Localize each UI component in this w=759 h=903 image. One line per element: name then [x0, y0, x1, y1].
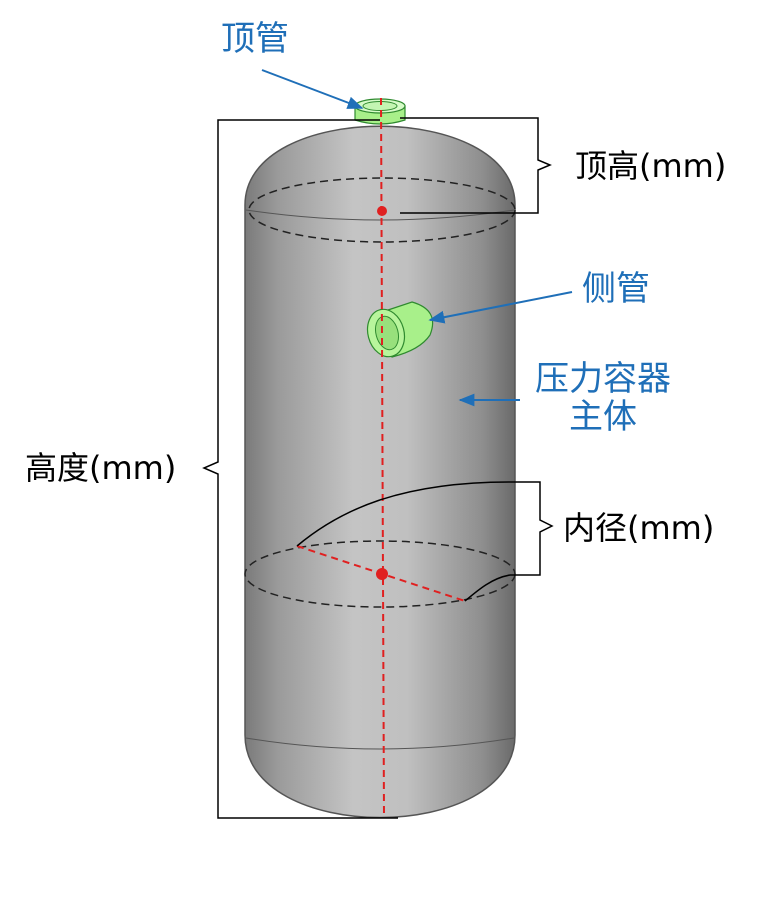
height-bracket [202, 119, 398, 819]
top-height-bracket [400, 117, 552, 214]
diameter-line [296, 545, 466, 602]
center-axis [380, 97, 385, 819]
side-pipe-arrow [428, 291, 573, 324]
lower-seam [245, 737, 515, 750]
top-height-label: 顶高(mm) [575, 147, 727, 185]
inner-diameter-label: 内径(mm) [563, 509, 715, 547]
top-center-dot [377, 206, 387, 216]
diameter-bracket [510, 481, 554, 576]
diameter-leader [296, 481, 511, 547]
height-label: 高度(mm) [25, 449, 177, 487]
side-pipe-label: 侧管 [582, 269, 650, 309]
vessel-body-label-line1: 压力容器 [535, 359, 671, 399]
top-pipe-label: 顶管 [221, 19, 289, 59]
vessel-body-label-line2: 主体 [569, 397, 637, 438]
upper-seam [245, 209, 515, 221]
top-pipe-arrow [261, 69, 364, 109]
diameter-leader-lower [464, 574, 511, 602]
vessel-body-label: 压力容器 主体 [535, 360, 671, 436]
vessel-body [244, 125, 516, 819]
top-height-ellipse [248, 177, 516, 243]
diameter-ellipse [244, 540, 516, 608]
